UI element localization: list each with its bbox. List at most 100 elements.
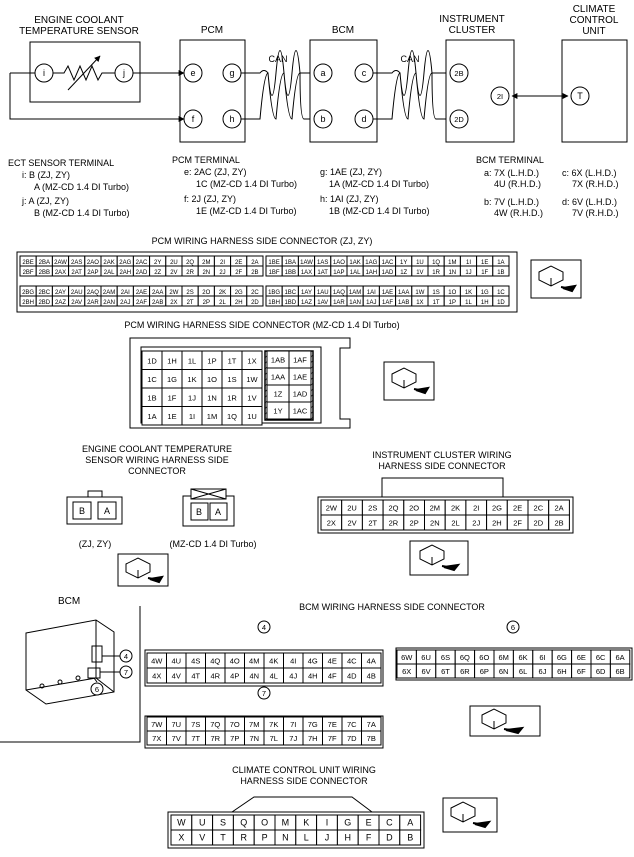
ccu-pin-label: I <box>326 818 329 828</box>
pcm-mz-pin-cell <box>241 406 263 426</box>
bcm-c6-pin-label: 6T <box>441 667 450 676</box>
bcm-c4-callout <box>257 620 271 634</box>
pcm-zj-pin-label: 1F <box>481 270 488 276</box>
pcm-zj-pin-label: 2I <box>220 260 225 266</box>
pcm-zj-connector-title: PCM WIRING HARNESS SIDE CONNECTOR (ZJ, Z… <box>152 236 373 246</box>
bcm-c4-pin-label: 4U <box>171 657 181 666</box>
pcm-zj-pin-label: 1D <box>497 300 505 306</box>
pcm-zj-pin-label: 2AL <box>104 270 115 276</box>
pcm-zj-pin-label: 1AV <box>317 300 328 306</box>
bcm-label: BCM <box>332 25 354 36</box>
pcm-zj-pin-label: 2BH <box>22 300 34 306</box>
pcm-terminal-text: PCM TERMINAL e: 2AC (ZJ, ZY) 1C (MZ-CD 1… <box>172 155 430 216</box>
bcm-terminal-text: BCM TERMINAL a: 7X (L.H.D.) 4U (R.H.D.) … <box>476 155 619 218</box>
bcm-c6-pin-label: 6H <box>557 667 567 676</box>
bcm-terminal-line: c: 6X (L.H.D.) <box>562 168 617 178</box>
pcm-zj-pin-cell <box>246 265 264 277</box>
pcm-zj-pin-label: 1I <box>466 260 471 266</box>
pcm-mz-pin-label: 1AC <box>293 407 308 416</box>
bcm-c4-pin-label: 4D <box>347 672 357 681</box>
bcm-c4-pin-label: 4N <box>249 672 259 681</box>
ccu-pin-label: W <box>177 818 186 828</box>
ccu-pin-label: L <box>304 833 309 843</box>
bcm-terminal-a <box>313 63 333 83</box>
bcm-c7-pin-label: 7R <box>210 734 220 743</box>
connector-view-icon <box>409 540 469 576</box>
pcm-mz-pin-label: 1L <box>188 356 196 365</box>
bcm-terminal-line: 7X (R.H.D.) <box>572 179 619 189</box>
bcm-c6-pin-label: 6W <box>401 653 413 662</box>
ic-pin-label: 2N <box>430 519 440 528</box>
pcm-mz-pin-label: 1V <box>247 393 256 402</box>
bcm-c6-pin-label: 6D <box>596 667 606 676</box>
pcm-zj-pin-label: 2C <box>251 290 259 296</box>
pcm-zj-pin-label: 1G <box>481 290 489 296</box>
pcm-zj-pin-label: 1AN <box>349 300 361 306</box>
pcm-terminal-e-label: e <box>190 68 195 78</box>
pcm-zj-pin-label: 2V <box>170 270 177 276</box>
pcm-zj-pin-label: 1AC <box>382 260 394 266</box>
bcm-terminal-c-label: c <box>362 68 367 78</box>
bcm-terminal-line: b: 7V (L.H.D.) <box>484 197 539 207</box>
ect-terminal-i-label: i <box>43 68 45 78</box>
bcm-terminal-b <box>313 109 333 129</box>
ic-pin-label: 2P <box>410 519 419 528</box>
pcm-mz-pin-label: 1M <box>207 412 217 421</box>
pcm-zj-pin-label: 1AR <box>333 300 345 306</box>
pcm-zj-pin-label: 2AY <box>55 290 66 296</box>
bcm-locator-frame <box>0 606 141 743</box>
pcm-mz-pin-label: 1H <box>167 356 177 365</box>
ccu-connector-latch <box>231 796 373 813</box>
ic-pin-label: 2D <box>534 519 544 528</box>
pcm-zj-pin-label: 2AI <box>121 290 130 296</box>
ic-pin-label: 2J <box>472 519 480 528</box>
pcm-zj-pin-label: 1AH <box>365 270 377 276</box>
ic-pin-label: 2M <box>430 504 440 513</box>
bcm-c6-callout-label: 6 <box>511 623 515 632</box>
pcm-zj-pin-label: 2BF <box>23 270 34 276</box>
pcm-terminal-line: 1C (MZ-CD 1.4 DI Turbo) <box>196 179 297 189</box>
pcm-mz-pin-label: 1AE <box>293 373 307 382</box>
pcm-zj-pin-label: 2AD <box>136 270 148 276</box>
ccu-pin-label: R <box>241 833 248 843</box>
ccu-pin-label: F <box>366 833 372 843</box>
pcm-mz-pin-label: 1AB <box>271 356 285 365</box>
ic-terminal-2b <box>449 63 469 83</box>
wire-i-f <box>9 73 185 122</box>
ect-zj-pin: B <box>79 506 85 516</box>
ccu-pin-label: J <box>325 833 330 843</box>
connector-view-icon <box>530 259 582 299</box>
bcm-callout-6-label: 6 <box>95 685 99 694</box>
bcm-c6-pin-label: 6M <box>498 653 508 662</box>
bcm-c6-pin-label: 6O <box>479 653 489 662</box>
bcm-terminal-d-label: d <box>361 114 366 124</box>
ccu-pin-label: X <box>178 833 184 843</box>
pcm-zj-pin-label: 2S <box>186 290 193 296</box>
pcm-zj-pin-label: 2AR <box>87 300 99 306</box>
pcm-zj-pin-label: 2AA <box>152 290 163 296</box>
pcm-terminal-line: 1E (MZ-CD 1.4 DI Turbo) <box>196 206 297 216</box>
bcm-c4-pin-label: 4O <box>230 657 240 666</box>
pcm-zj-pin-label: 1J <box>465 270 471 276</box>
pcm-label: PCM <box>201 25 223 36</box>
pcm-zj-pin-label: 1L <box>465 300 472 306</box>
pcm-terminal-g-label: g <box>229 68 234 78</box>
bcm-c6-pin-label: 6K <box>519 653 528 662</box>
pcm-zj-pin-label: 2AX <box>55 270 66 276</box>
pcm-zj-pin-label: 2K <box>219 290 226 296</box>
pcm-zj-pin-label: 2N <box>202 270 210 276</box>
pcm-zj-pin-label: 2AV <box>71 300 82 306</box>
pcm-zj-pin-label: 1AS <box>317 260 328 266</box>
ic-pin-label: 2R <box>389 519 399 528</box>
ccu-pin-label: K <box>303 818 309 828</box>
pcm-mz-pin-cell <box>288 401 312 420</box>
pcm-zj-pin-label: 2AB <box>152 300 163 306</box>
pcm-zj-pin-cell <box>492 295 510 307</box>
bcm-c6-pin-label: 6S <box>441 653 450 662</box>
pcm-zj-pin-label: 2BE <box>22 260 33 266</box>
